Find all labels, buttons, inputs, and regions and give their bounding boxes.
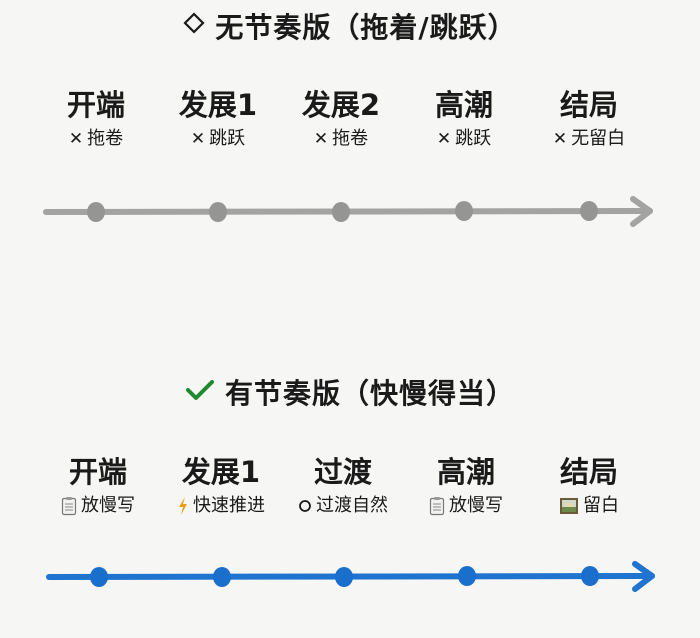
stage-name: 高潮 xyxy=(434,88,493,122)
cross-icon: ✕ xyxy=(68,129,84,149)
stage-note: 过渡自然 xyxy=(273,493,413,519)
top-stage-2: 发展1 ✕ 跳跃 xyxy=(148,88,288,152)
stage-name: 过渡 xyxy=(313,455,372,489)
timeline-node xyxy=(458,566,476,586)
top-stage-3: 发展2 ✕ 拖卷 xyxy=(271,88,411,152)
cross-icon: ✕ xyxy=(313,129,329,149)
stage-note: 放慢写 xyxy=(28,493,168,519)
notepad-icon xyxy=(429,496,445,516)
stage-note: 留白 xyxy=(519,493,659,519)
stage-name: 发展1 xyxy=(181,455,261,489)
lightning-icon xyxy=(177,496,189,516)
notepad-icon xyxy=(61,496,77,516)
timeline-node xyxy=(580,201,598,221)
cross-icon: ✕ xyxy=(436,129,452,149)
circle-outline-icon xyxy=(298,499,312,513)
stage-note: ✕ 跳跃 xyxy=(394,126,534,152)
stage-note-text: 拖卷 xyxy=(332,128,369,149)
stage-name: 开端 xyxy=(66,88,125,122)
framed-picture-icon xyxy=(559,497,579,515)
cross-icon: ✕ xyxy=(190,129,206,149)
timeline-node xyxy=(581,566,599,586)
stage-note-text: 留白 xyxy=(583,495,619,516)
stage-name: 结局 xyxy=(559,455,618,489)
top-stage-4: 高潮 ✕ 跳跃 xyxy=(394,88,534,152)
stage-note-text: 拖卷 xyxy=(87,128,124,149)
stage-note-text: 无留白 xyxy=(571,128,626,149)
bottom-stage-2: 发展1 快速推进 xyxy=(151,455,291,519)
stage-name: 发展1 xyxy=(178,88,258,122)
stage-note-text: 放慢写 xyxy=(81,495,135,516)
stage-name: 结局 xyxy=(559,88,618,122)
cross-icon: ✕ xyxy=(552,129,568,149)
stage-name: 发展2 xyxy=(301,88,381,122)
stage-note: ✕ 拖卷 xyxy=(271,126,411,152)
stage-note-text: 过渡自然 xyxy=(316,495,388,516)
stage-name: 开端 xyxy=(68,455,127,489)
checkmark-icon xyxy=(185,375,215,410)
stage-note: ✕ 跳跃 xyxy=(148,126,288,152)
bottom-title-text: 有节奏版（快慢得当） xyxy=(224,377,515,410)
stage-note: 快速推进 xyxy=(151,493,291,519)
top-timeline-arrow xyxy=(43,196,653,227)
stage-note-text: 放慢写 xyxy=(449,495,503,516)
stage-note-text: 跳跃 xyxy=(209,128,246,149)
stage-note-text: 跳跃 xyxy=(455,128,492,149)
timeline-node xyxy=(213,567,231,587)
timeline-node xyxy=(87,202,105,222)
timeline-node xyxy=(332,202,350,222)
bottom-stage-3: 过渡 过渡自然 xyxy=(273,455,413,519)
diamond-outline-icon xyxy=(183,12,205,40)
timeline-node xyxy=(455,201,473,221)
stage-note: 放慢写 xyxy=(396,493,536,519)
top-title-text: 无节奏版（拖着/跳跃） xyxy=(215,11,517,44)
bottom-stage-5: 结局 留白 xyxy=(519,455,659,519)
top-section-title: 无节奏版（拖着/跳跃） xyxy=(0,6,700,46)
top-stage-5: 结局 ✕ 无留白 xyxy=(519,88,659,152)
timeline-node xyxy=(90,567,108,587)
timeline-node xyxy=(335,567,353,587)
timeline-node xyxy=(209,202,227,222)
stage-note-text: 快速推进 xyxy=(193,495,265,516)
bottom-section-title: 有节奏版（快慢得当） xyxy=(0,372,700,412)
top-stage-1: 开端 ✕ 拖卷 xyxy=(26,88,166,152)
bottom-stage-4: 高潮 放慢写 xyxy=(396,455,536,519)
stage-note: ✕ 无留白 xyxy=(519,126,659,152)
bottom-timeline-arrow xyxy=(46,561,655,592)
stage-note: ✕ 拖卷 xyxy=(26,126,166,152)
stage-name: 高潮 xyxy=(436,455,495,489)
bottom-stage-1: 开端 放慢写 xyxy=(28,455,168,519)
